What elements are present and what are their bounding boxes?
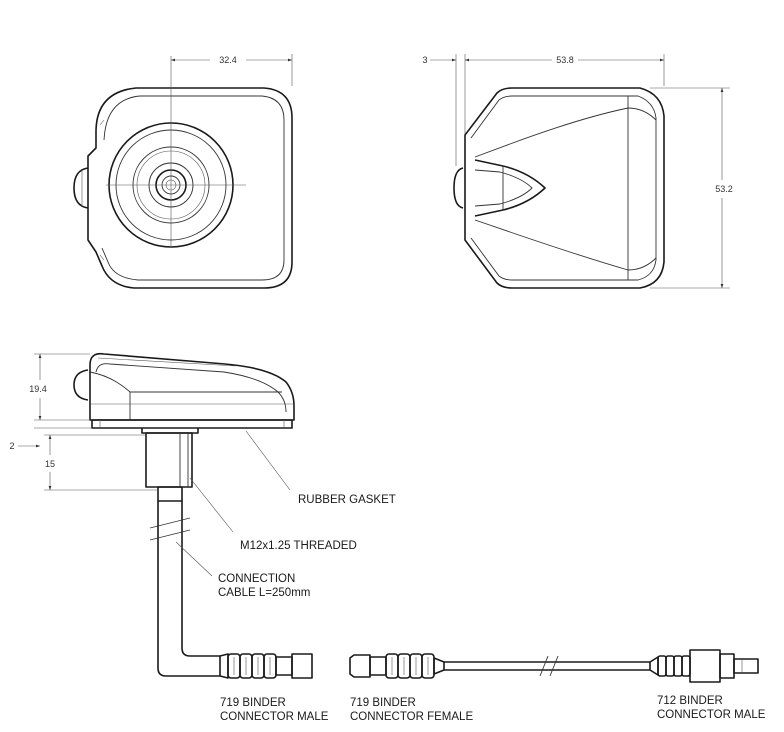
dim-side-height: 53.2 (715, 184, 733, 194)
connector-719-female (349, 653, 445, 679)
dim-gasket: 2 (9, 441, 14, 451)
extension-cable (444, 655, 650, 677)
dim-front-height: 19.4 (29, 384, 47, 394)
dim-side-width: 53.8 (556, 55, 574, 65)
label-thread: M12x1.25 THREADED (240, 540, 357, 552)
label-conn-c-line2: CONNECTOR MALE (657, 709, 766, 721)
side-view: 3 53.8 53.2 (422, 54, 733, 289)
label-cable-line1: CONNECTION (218, 573, 295, 585)
leaders (175, 430, 291, 577)
front-view: 19.4 2 15 (9, 352, 295, 502)
label-rubber-gasket: RUBBER GASKET (298, 494, 396, 506)
connector-712-male (649, 649, 759, 683)
dim-top-width: 32.4 (219, 55, 237, 65)
dim-side-offset: 3 (422, 55, 427, 65)
label-cable-line2: CABLE L=250mm (218, 587, 310, 599)
connection-cable (149, 501, 220, 677)
label-conn-a-line1: 719 BINDER (220, 697, 286, 709)
label-conn-b-line2: CONNECTOR FEMALE (350, 711, 473, 723)
top-view: 32.4 (73, 54, 293, 289)
label-conn-b-line1: 719 BINDER (350, 697, 416, 709)
connector-719-male (219, 653, 313, 679)
dim-thread-length: 15 (45, 459, 55, 469)
label-conn-c-line1: 712 BINDER (657, 695, 723, 707)
label-conn-a-line2: CONNECTOR MALE (220, 711, 329, 723)
